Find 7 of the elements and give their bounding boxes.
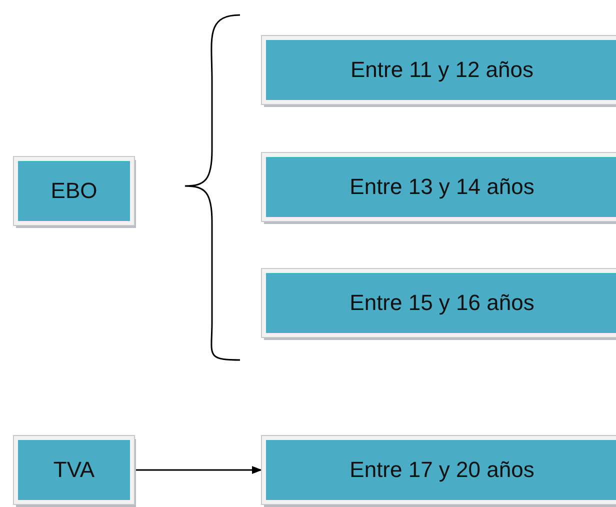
process-box: Entre 11 y 12 años [262,36,616,104]
process-box: EBO [14,157,134,225]
process-box: Entre 15 y 16 años [262,269,616,337]
arrow [134,466,262,474]
process-box: TVA [14,436,134,504]
process-box: Entre 17 y 20 años [262,436,616,504]
process-box: Entre 13 y 14 años [262,153,616,221]
